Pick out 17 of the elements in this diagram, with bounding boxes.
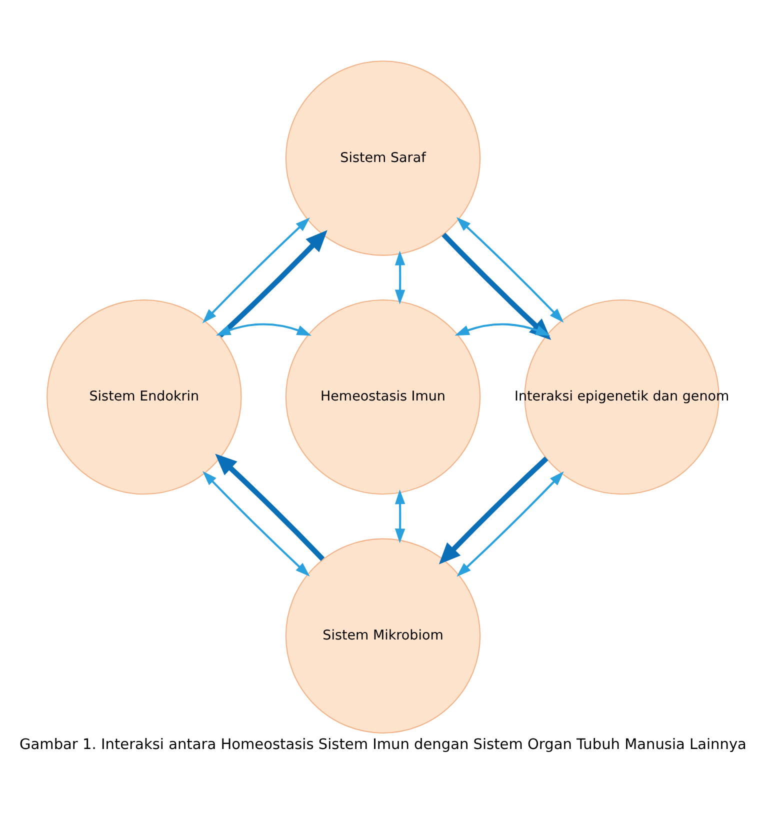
node-circle: Hemeostasis Imun [285, 298, 481, 494]
node-circle: Sistem Mikrobiom [285, 538, 481, 733]
arrow [202, 216, 310, 323]
arrow [438, 456, 548, 564]
node-circle: Sistem Endokrin [46, 298, 242, 494]
arrow [394, 250, 406, 304]
node-circle: Sistem Saraf [285, 60, 481, 256]
arrow [218, 230, 328, 338]
arrow [215, 453, 325, 560]
caption: Gambar 1. Interaksi antara Homeostasis Sistem Imun dengan Sistem Organ Tubuh Manusia Lainnya [20, 736, 746, 752]
arrow [216, 322, 312, 336]
arrow [454, 322, 550, 336]
arrow [202, 470, 310, 576]
arrow [456, 470, 564, 576]
arrow [456, 216, 564, 322]
arrow [394, 489, 406, 543]
arrow [442, 232, 552, 340]
